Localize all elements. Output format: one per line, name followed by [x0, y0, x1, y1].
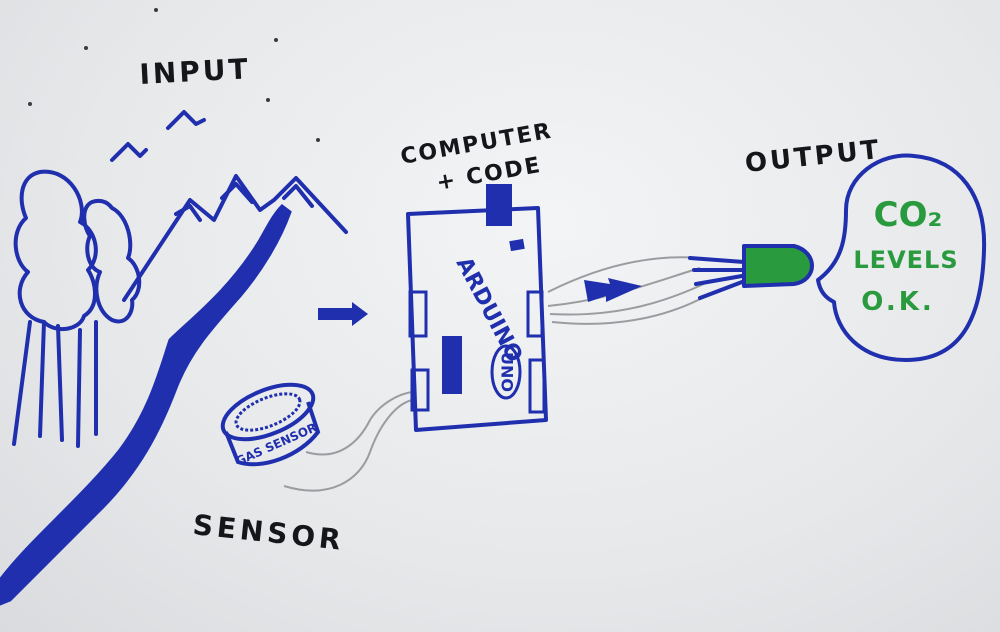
gas-sensor-icon: GAS SENSOR	[220, 382, 321, 468]
reset-button	[509, 238, 525, 252]
sensor-wires	[283, 391, 413, 492]
tree-icon	[82, 198, 142, 324]
bubble-text: CO₂ LEVELS O.K.	[853, 195, 958, 317]
header-pins-left	[408, 290, 428, 338]
arrow-icon	[318, 302, 368, 326]
mountain-snowcaps	[174, 182, 314, 222]
bubble-line-ok: O.K.	[861, 287, 934, 317]
labels: INPUT COMPUTER + CODE OUTPUT SENSOR	[139, 52, 883, 557]
chip	[442, 336, 462, 394]
board-brand: ARDUINO	[451, 253, 527, 367]
arduino-board: ARDUINO UNO	[406, 184, 548, 432]
input-scene	[12, 110, 348, 448]
speech-bubble	[816, 153, 987, 362]
bubble-line-co2: CO₂	[874, 195, 943, 235]
label-input: INPUT	[139, 52, 252, 91]
bird-icon	[110, 142, 148, 162]
river	[0, 204, 292, 606]
header-pins-left-2	[410, 368, 430, 412]
usb-port	[486, 184, 512, 226]
header-pins-right-2	[528, 358, 546, 414]
mountains-icon	[122, 174, 348, 302]
led-icon	[688, 244, 814, 300]
tree-trunks	[12, 320, 98, 448]
board-model: UNO	[498, 352, 517, 392]
tree-icon	[13, 169, 98, 332]
bubble-line-levels: LEVELS	[853, 246, 958, 274]
bird-icon	[166, 110, 206, 130]
marker-dots	[28, 8, 320, 142]
header-pins-right	[526, 290, 544, 338]
arrow-icon	[584, 278, 642, 302]
label-sensor: SENSOR	[191, 508, 346, 557]
